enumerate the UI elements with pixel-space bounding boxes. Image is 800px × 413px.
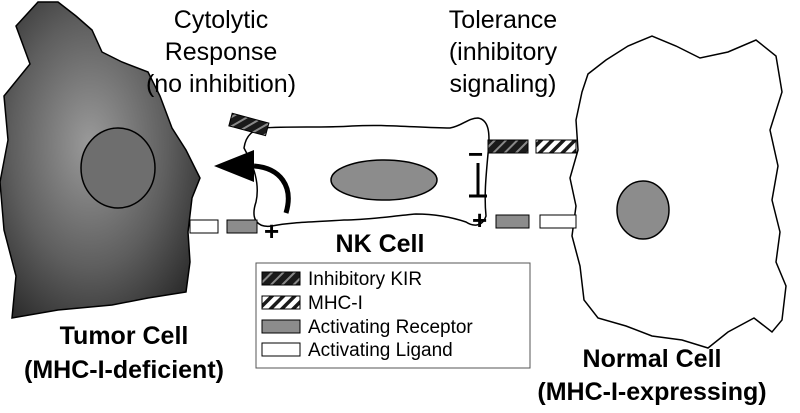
legend: Inhibitory KIR MHC-I Activating Receptor… (255, 262, 531, 369)
mhc-i-molecule (535, 139, 577, 154)
tumor-cell-label-2: (MHC-I-deficient) (24, 356, 224, 384)
minus-sign: − (468, 139, 483, 169)
tolerance-label-2: (inhibitory (449, 38, 558, 66)
tumor-nucleus (80, 127, 156, 209)
legend-label-inhibitory-kir: Inhibitory KIR (308, 269, 422, 290)
cytolytic-label-2: Response (165, 38, 278, 66)
legend-label-activating-ligand: Activating Ligand (308, 340, 453, 361)
activating-ligand-normal (539, 214, 577, 229)
plus-sign-left: + (264, 216, 279, 246)
legend-box (255, 262, 531, 369)
legend-swatch-inhibitory-kir (261, 271, 301, 286)
inhibitory-kir-unbound (228, 112, 270, 137)
activating-receptor-right (495, 214, 530, 229)
tolerance-label-3: signaling) (449, 70, 556, 98)
cytolytic-arrowhead (214, 150, 254, 182)
cytolytic-label-1: Cytolytic (174, 6, 268, 34)
activating-receptor-left (226, 219, 258, 234)
tolerance-label-1: Tolerance (449, 6, 557, 34)
normal-cell-label-2: (MHC-I-expressing) (537, 378, 766, 406)
normal-cell-label-1: Normal Cell (583, 345, 722, 373)
inhibitory-kir-engaged (487, 139, 529, 154)
cytolytic-arrow (253, 163, 291, 214)
legend-label-mhc-i: MHC-I (308, 293, 363, 314)
normal-cell (569, 35, 787, 349)
plus-sign-right: + (472, 205, 487, 235)
legend-swatch-mhc-i (261, 295, 301, 310)
nk-cell-label: NK Cell (336, 230, 425, 258)
legend-label-activating-receptor: Activating Receptor (308, 317, 473, 338)
legend-swatch-activating-receptor (261, 319, 301, 334)
tumor-cell-label-1: Tumor Cell (60, 322, 189, 350)
cytolytic-label-3: (no inhibition) (146, 70, 296, 98)
activating-ligand-tumor (189, 219, 219, 234)
normal-nucleus (616, 180, 670, 240)
nk-nucleus (330, 159, 438, 201)
legend-swatch-activating-ligand (261, 342, 301, 357)
